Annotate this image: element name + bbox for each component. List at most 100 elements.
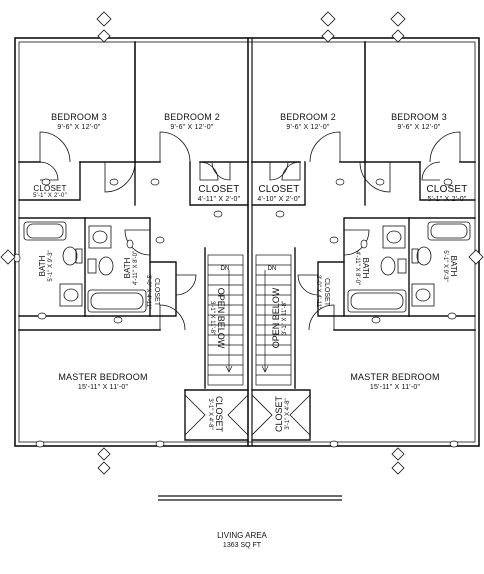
room-bath-left-outer: BATH 5'-1" X 9'-3" xyxy=(38,236,55,296)
room-bedroom2-right: BEDROOM 2 9'-6" X 12'-0" xyxy=(259,112,357,132)
room-dimension: 4'-10" X 2'-0" xyxy=(257,196,301,203)
stair-dn-label-left: DN xyxy=(221,266,230,272)
room-closet-right-small: CLOSET 3'-0" X 4'-11" xyxy=(314,267,331,317)
room-dimension: 5'-1" X 2'-0" xyxy=(427,196,467,203)
room-name: BATH xyxy=(361,257,370,279)
room-dimension: 4'-11" X 8'-0" xyxy=(133,250,139,286)
door-swing xyxy=(421,161,441,181)
door-swing xyxy=(251,394,273,436)
marker-diamond xyxy=(0,249,16,265)
sink xyxy=(88,225,112,249)
room-closet-left-small: CLOSET 3'-0" X 4'-11" xyxy=(144,267,161,317)
room-name: BEDROOM 3 xyxy=(391,112,447,122)
room-closet-left-center: CLOSET 4'-11" X 2'-0" xyxy=(192,184,246,204)
room-name: BEDROOM 2 xyxy=(280,112,336,122)
room-dimension: 3'-1" X 4'-8" xyxy=(285,398,291,430)
room-dimension: 9'-6" X 12'-0" xyxy=(57,124,101,131)
room-bedroom3-right: BEDROOM 3 9'-6" X 12'-0" xyxy=(372,112,466,132)
door-swing xyxy=(429,131,461,163)
door-swing xyxy=(269,161,289,181)
toilet xyxy=(62,246,78,266)
room-dimension: 3'-0" X 4'-11" xyxy=(315,274,321,310)
marker-diamond xyxy=(391,447,405,461)
room-name: MASTER BEDROOM xyxy=(350,372,440,382)
room-dimension: 5'-1" X 9'-3" xyxy=(442,250,448,282)
room-name: OPEN BELOW xyxy=(216,287,226,349)
door-swing xyxy=(211,161,231,181)
door-swing xyxy=(289,394,311,436)
room-name: CLOSET xyxy=(274,396,284,433)
bathtub xyxy=(87,289,147,313)
room-dimension: 3'-1" X 11'-8" xyxy=(282,300,288,336)
room-dimension: 9'-6" X 12'-0" xyxy=(170,124,214,131)
room-bath-right-inner: BATH 4'-11" X 8'-0" xyxy=(353,240,370,296)
room-bedroom2-left: BEDROOM 2 9'-6" X 12'-0" xyxy=(143,112,241,132)
toilet xyxy=(416,246,432,266)
room-master-right: MASTER BEDROOM 15'-11" X 11'-0" xyxy=(332,372,458,392)
marker-diamond xyxy=(390,11,406,27)
room-name: CLOSET xyxy=(33,184,67,193)
door-swing xyxy=(39,131,71,163)
room-dimension: 4'-11" X 2'-0" xyxy=(197,196,241,203)
room-name: CLOSET xyxy=(153,277,160,306)
stair-left xyxy=(207,254,244,386)
door-swing xyxy=(39,161,59,181)
exterior-wall-inner xyxy=(18,41,476,443)
marker-diamond xyxy=(468,249,484,265)
door-swing xyxy=(159,304,186,331)
room-dimension: 3'-0" X 4'-11" xyxy=(145,274,151,310)
room-name: CLOSET xyxy=(258,184,300,195)
room-dimension: 5'-1" X 9'-3" xyxy=(48,250,54,282)
scale-bar xyxy=(158,495,342,501)
door-swing xyxy=(199,161,219,181)
sink xyxy=(59,283,83,307)
room-dimension: 3'-1" X 11'-8" xyxy=(209,300,215,336)
room-dimension: 4'-11" X 8'-0" xyxy=(354,250,360,286)
room-bath-left-inner: BATH 4'-11" X 8'-0" xyxy=(123,240,140,296)
sink xyxy=(382,225,406,249)
room-dimension: 9'-6" X 12'-0" xyxy=(286,124,330,131)
room-name: CLOSET xyxy=(198,184,240,195)
marker-diamond xyxy=(96,11,112,27)
room-name: OPEN BELOW xyxy=(271,287,281,349)
room-name: CLOSET xyxy=(323,277,330,306)
room-closet-left-outer: CLOSET 5'-1" X 2'-0" xyxy=(22,184,78,200)
room-open-below-right: OPEN BELOW 3'-1" X 11'-8" xyxy=(271,268,289,368)
room-dimension: 15'-11" X 11'-0" xyxy=(77,384,129,391)
room-name: CLOSET xyxy=(214,395,224,432)
room-dimension: 5'-1" X 2'-0" xyxy=(33,193,67,199)
bathtub xyxy=(427,221,471,241)
room-name: BATH xyxy=(123,257,132,279)
room-dimension: 9'-6" X 12'-0" xyxy=(397,124,441,131)
door-swing xyxy=(159,131,191,163)
room-closet-right-center: CLOSET 4'-10" X 2'-0" xyxy=(253,184,305,204)
door-swing xyxy=(281,161,301,181)
room-open-below-left: OPEN BELOW 3'-1" X 11'-8" xyxy=(208,268,226,368)
bathtub xyxy=(23,221,67,241)
sink xyxy=(411,283,435,307)
door-swing xyxy=(309,131,341,163)
room-name: BATH xyxy=(449,255,458,277)
plan-caption-area: 1363 SQ FT xyxy=(222,542,262,549)
door-swing xyxy=(297,274,319,296)
room-bedroom3-left: BEDROOM 3 9'-6" X 12'-0" xyxy=(32,112,126,132)
room-master-left: MASTER BEDROOM 15'-11" X 11'-0" xyxy=(40,372,166,392)
plan-caption-title: LIVING AREA xyxy=(217,531,267,540)
room-name: CLOSET xyxy=(426,184,468,195)
exterior-wall xyxy=(14,37,480,447)
room-bath-right-outer: BATH 5'-1" X 9'-3" xyxy=(441,236,458,296)
room-name: MASTER BEDROOM xyxy=(58,372,148,382)
bathtub xyxy=(347,289,407,313)
marker-diamond xyxy=(97,447,111,461)
room-dimension: 3'-1" X 4'-8" xyxy=(207,398,213,430)
toilet xyxy=(98,256,114,276)
stair-dn-label-right: DN xyxy=(268,266,277,272)
door-swing xyxy=(359,161,391,193)
door-swing xyxy=(227,394,249,436)
toilet xyxy=(380,256,396,276)
marker-diamond xyxy=(320,11,336,27)
room-dimension: 15'-11" X 11'-0" xyxy=(369,384,421,391)
room-name: BATH xyxy=(38,255,47,277)
door-swing xyxy=(184,394,206,436)
